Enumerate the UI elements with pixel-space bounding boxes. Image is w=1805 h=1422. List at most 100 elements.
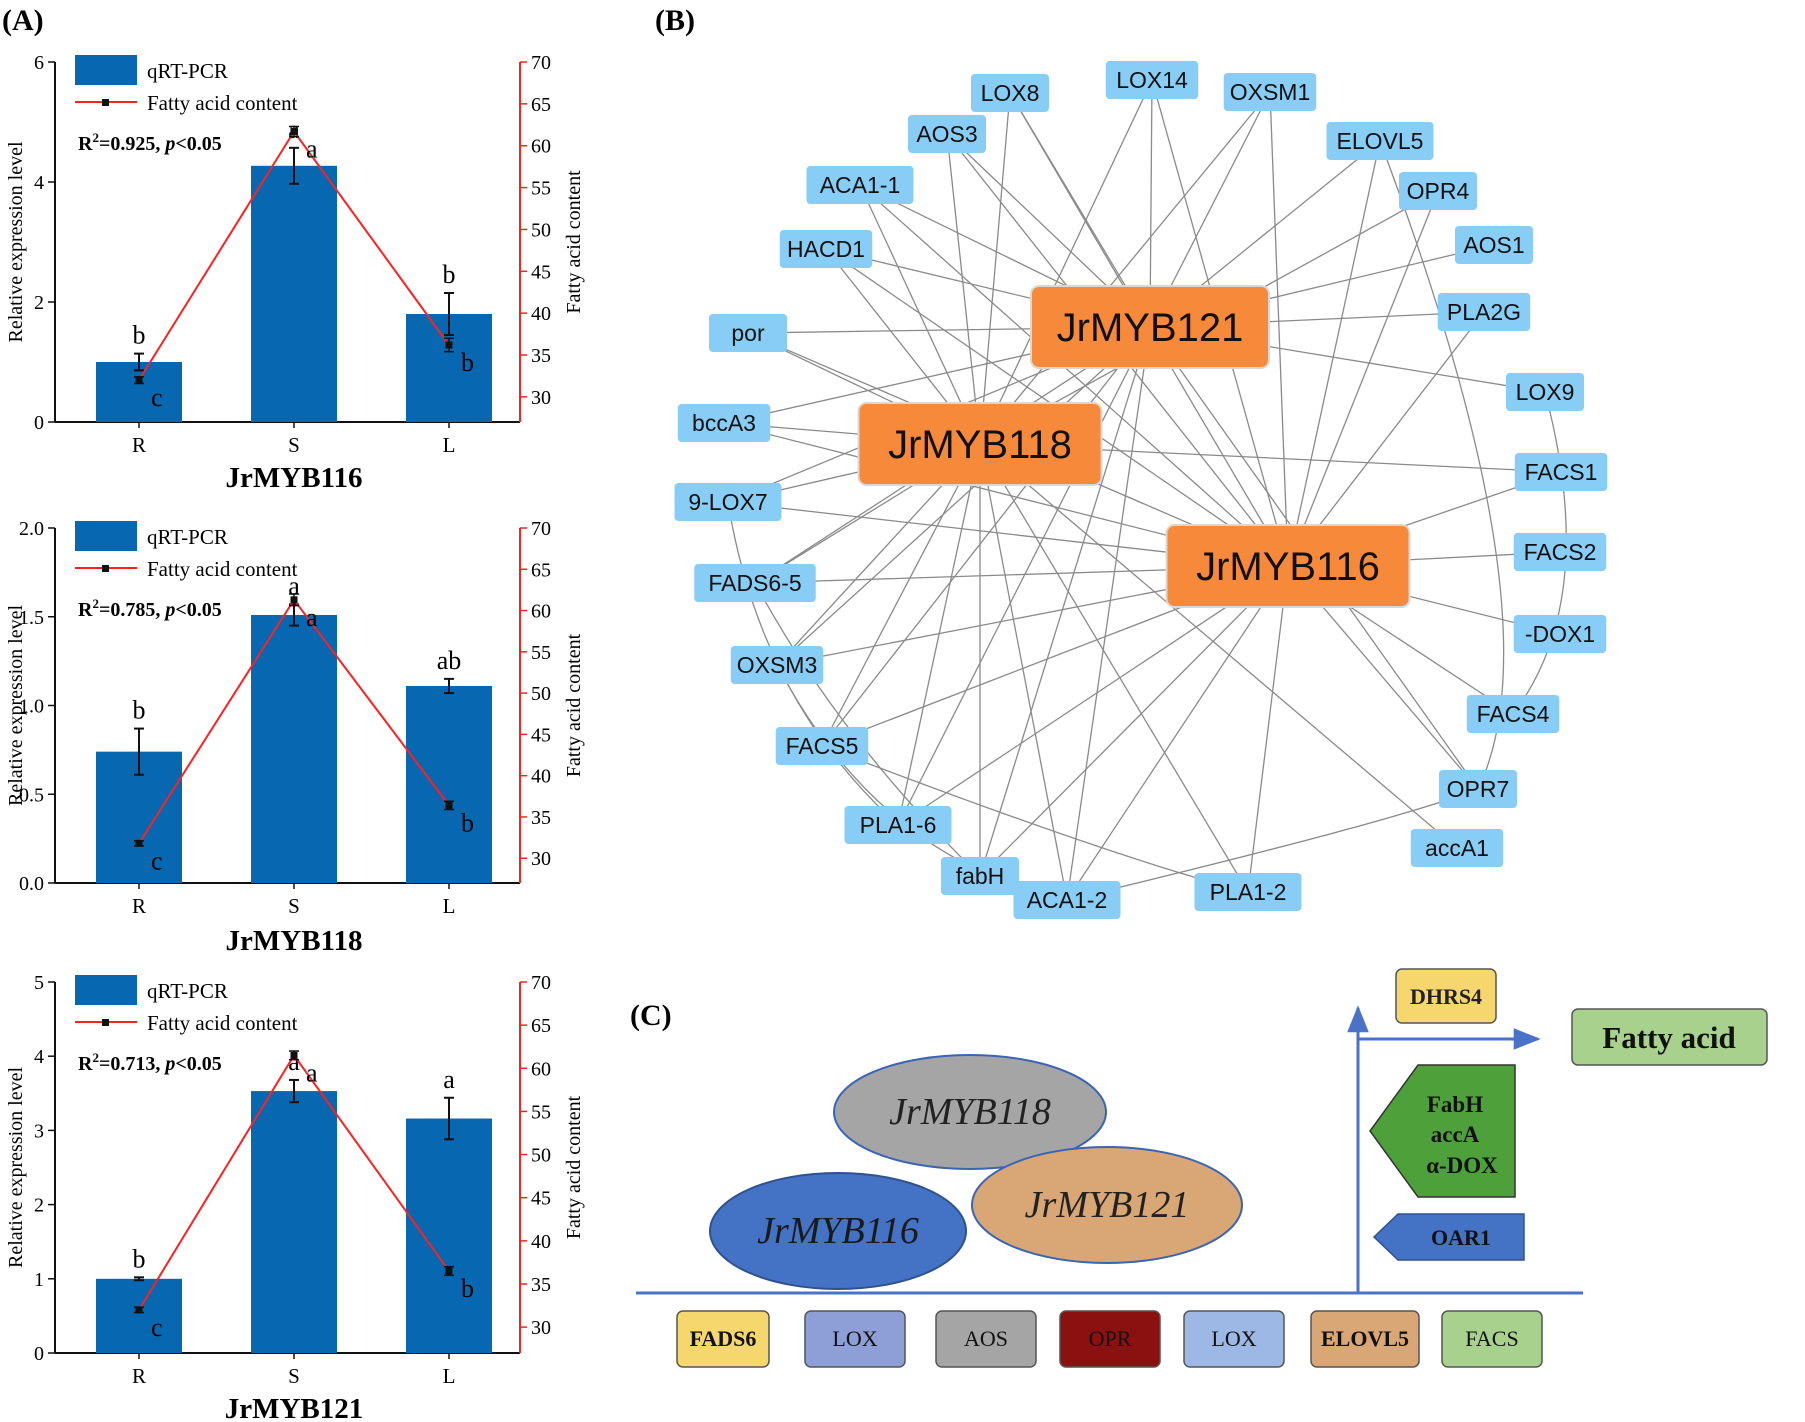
y2-axis-label: Fatty acid content [563, 170, 585, 314]
left-tick-label: 1.5 [19, 607, 44, 629]
gene-node-label: OPR7 [1447, 776, 1510, 802]
gene-node-label: 9-LOX7 [688, 489, 767, 515]
line-letter: c [151, 383, 163, 412]
legend-bar-label: qRT-PCR [147, 979, 228, 1003]
x-tick-label: L [443, 433, 456, 457]
right-tick-label: 35 [531, 1274, 551, 1296]
gene-node [709, 314, 787, 352]
gene-node [1326, 122, 1434, 160]
hub-node [857, 402, 1103, 486]
line-point [135, 376, 143, 384]
panel-label-b: (B) [655, 4, 695, 37]
network-edge [979, 443, 1068, 901]
legend-line-marker [102, 1019, 109, 1026]
gene-node [908, 115, 986, 153]
left-tick-label: 6 [34, 52, 44, 74]
gene-node [1514, 453, 1608, 491]
right-tick-label: 60 [531, 1058, 551, 1080]
gene-node [1410, 829, 1504, 867]
gene-node-label: OPR4 [1407, 178, 1470, 204]
pathway-box-label: FADS6 [690, 1326, 757, 1351]
r2-annotation: R2=0.925, p<0.05 [78, 130, 222, 155]
network-arc [1379, 140, 1505, 790]
gene-node-label: FACS5 [786, 733, 859, 759]
line-letter: a [306, 603, 318, 632]
fabh-pentagon [1369, 1064, 1516, 1198]
legend-line-label: Fatty acid content [147, 1011, 298, 1035]
network-edge [1066, 326, 1151, 901]
pathway-box-label: LOX [1211, 1326, 1256, 1351]
network-edge [821, 326, 1151, 747]
chart-title: JrMYB118 [226, 925, 363, 957]
pathway-box-label: AOS [964, 1326, 1008, 1351]
legend-bar-swatch [75, 521, 137, 551]
legend-bar-swatch [75, 55, 137, 85]
gene-node [674, 483, 782, 521]
hub-node-label: JrMYB116 [1196, 545, 1380, 589]
right-tick-label: 60 [531, 136, 551, 158]
left-tick-label: 4 [34, 172, 44, 194]
left-tick-label: 1.0 [19, 696, 44, 718]
pathway-box [935, 1310, 1037, 1368]
pathway-box [1441, 1310, 1543, 1368]
line-letter: b [461, 808, 474, 837]
right-tick-label: 45 [531, 1188, 551, 1210]
pathway-box-label: ELOVL5 [1321, 1326, 1409, 1351]
right-tick-label: 60 [531, 601, 551, 623]
right-tick-label: 65 [531, 1015, 551, 1037]
x-tick-label: R [132, 894, 146, 918]
gene-node [1439, 770, 1517, 808]
r2-annotation: R2=0.713, p<0.05 [78, 1050, 222, 1075]
right-tick-label: 45 [531, 261, 551, 283]
left-tick-label: 1 [34, 1269, 44, 1291]
right-tick-label: 50 [531, 683, 551, 705]
r2-annotation: R2=0.785, p<0.05 [78, 596, 222, 621]
right-tick-label: 40 [531, 1231, 551, 1253]
ellipse-jrmyb116 [709, 1172, 967, 1290]
pathway-box [676, 1310, 770, 1368]
gene-node-label: AOS1 [1463, 232, 1524, 258]
network-edge [897, 326, 1151, 826]
pathway-box-label: OPR [1089, 1326, 1132, 1351]
network-edge [776, 326, 1151, 666]
hub-node [1030, 285, 1270, 369]
gene-node [1513, 615, 1607, 653]
pathway-box [1310, 1310, 1420, 1368]
gene-node-label: -DOX1 [1525, 621, 1595, 647]
pathway-box [1183, 1310, 1285, 1368]
oar1-pentagon [1372, 1213, 1525, 1261]
gene-node [1466, 695, 1560, 733]
gene-node [1399, 172, 1477, 210]
right-tick-label: 50 [531, 1145, 551, 1167]
right-tick-label: 45 [531, 724, 551, 746]
right-tick-label: 55 [531, 1101, 551, 1123]
line-letter: a [306, 134, 318, 163]
ellipse-jrmyb116-label: JrMYB116 [757, 1210, 919, 1252]
gene-node-label: ACA1-2 [1027, 887, 1108, 913]
x-tick-label: L [443, 894, 456, 918]
gene-node-label: PLA1-6 [860, 812, 937, 838]
network-edge [859, 184, 981, 445]
bar-letter: a [288, 571, 300, 600]
gene-node [971, 74, 1049, 112]
right-tick-label: 65 [531, 559, 551, 581]
dhrs4-box [1395, 968, 1497, 1024]
gene-node-label: FACS1 [1525, 459, 1598, 485]
bar-letter: b [443, 260, 456, 289]
pathway-box [1059, 1310, 1161, 1368]
right-tick-label: 30 [531, 1317, 551, 1339]
bar [96, 1278, 182, 1353]
hub-node-label: JrMYB118 [888, 423, 1072, 467]
gene-node [730, 646, 824, 684]
bar-letter: b [133, 321, 146, 350]
ellipse-jrmyb121 [971, 1146, 1243, 1264]
gene-node [1506, 373, 1584, 411]
line-letter: a [306, 1058, 318, 1087]
network-edge [897, 443, 981, 826]
x-tick-label: S [288, 894, 300, 918]
y-axis-label: Relative expression level [5, 605, 27, 806]
right-tick-label: 35 [531, 807, 551, 829]
